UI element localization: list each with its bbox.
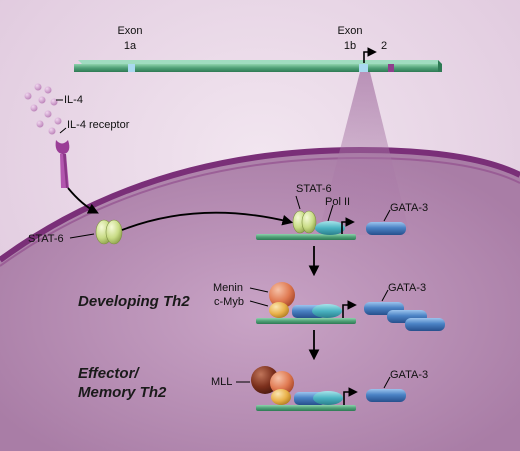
exon-1a-label-bottom: 1a (123, 40, 137, 52)
exon-2-marker (388, 64, 394, 72)
gata3-transcript (366, 222, 406, 235)
il4-label: IL-4 (64, 94, 83, 106)
exon-1b-label: Exon 1b (330, 25, 370, 52)
exon-1a-marker (128, 64, 135, 72)
developing-th2-title: Developing Th2 (78, 293, 190, 310)
gata3-label-3: GATA-3 (390, 369, 429, 381)
exon-1a-label: Exon 1a (110, 25, 150, 52)
effector-title-line2: Memory Th2 (78, 384, 167, 401)
stat6-promoter-label: STAT-6 (296, 183, 332, 195)
promoter-complex (256, 195, 406, 240)
stat6-cytoplasm (69, 219, 123, 245)
effector-th2-title: Effector/ Memory Th2 (78, 364, 166, 402)
transcription-start-arrow (363, 47, 377, 63)
il4-receptor-label: IL-4 receptor (67, 119, 130, 131)
gata3-label-2: GATA-3 (388, 282, 427, 294)
exon-2-label: 2 (381, 40, 388, 52)
pol2-label: Pol II (325, 196, 351, 208)
zoom-beam (318, 68, 410, 235)
gata3-label-1: GATA-3 (390, 202, 429, 214)
menin-label: Menin (213, 282, 243, 294)
il4-ligands (24, 83, 67, 135)
cmyb-label: c-Myb (214, 296, 244, 308)
exon-1a-label-top: Exon (117, 25, 143, 37)
stat6-to-promoter-arrow (121, 211, 294, 231)
exon-1b-marker (359, 64, 368, 72)
exon-1b-label-top: Exon (337, 25, 363, 37)
receptor-to-stat6-arrow (67, 187, 99, 214)
effector-title-line1: Effector/ (78, 365, 139, 382)
il4-receptor (55, 140, 70, 188)
exon-1b-label-bottom: 1b (343, 40, 357, 52)
cell-membrane (0, 146, 520, 263)
mll-label: MLL (211, 376, 233, 388)
gata3-gene-bar (74, 47, 442, 72)
effector-th2-complex (236, 366, 406, 411)
stat6-cytoplasm-label: STAT-6 (28, 233, 64, 245)
developing-th2-complex (249, 282, 445, 331)
